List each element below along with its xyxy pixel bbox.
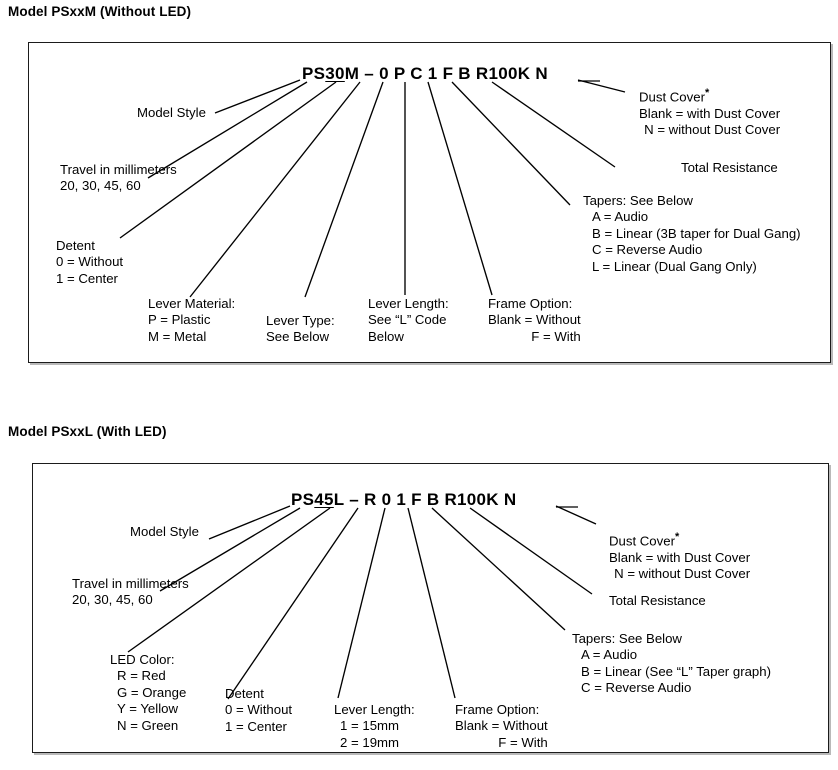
pn1-travel: 30	[325, 64, 345, 83]
callout-detent-2: Detent 0 = Without 1 = Center	[225, 686, 293, 734]
section-title-psxxm: Model PSxxM (Without LED)	[8, 4, 192, 19]
pn2-suffix: L	[333, 490, 345, 509]
pn1-rest: – 0 P C 1 F B R100K N	[359, 64, 548, 83]
pn2-rest: – R 0 1 F B R100K N	[344, 490, 517, 509]
callout-detent-1: Detent 0 = Without 1 = Center	[56, 238, 124, 286]
callout-lever-length-1: Lever Length: See “L” Code Below	[368, 296, 449, 344]
callout-lever-length-2: Lever Length: 1 = 15mm 2 = 19mm	[334, 702, 415, 750]
callout-led-color-2: LED Color: R = Red G = Orange Y = Yellow…	[110, 652, 187, 733]
asterisk-marker-2: *	[674, 531, 680, 543]
callout-frame-option-1: Frame Option: Blank = Without F = With	[488, 296, 581, 344]
callout-frame-option-2: Frame Option: Blank = Without F = With	[455, 702, 548, 750]
part-number-psxxl: PS45L – R 0 1 F B R100K N	[291, 490, 516, 510]
pn2-travel: 45	[314, 490, 334, 509]
callout-travel-2: Travel in millimeters 20, 30, 45, 60	[72, 576, 189, 608]
part-number-psxxm: PS30M – 0 P C 1 F B R100K N	[302, 64, 548, 84]
callout-tapers-2: Tapers: See Below A = Audio B = Linear (…	[572, 631, 771, 696]
callout-model-style-2: Model Style	[130, 524, 199, 539]
callout-lever-type-1: Lever Type: See Below	[266, 313, 335, 345]
pn2-prefix: PS	[291, 490, 315, 509]
section-title-psxxl: Model PSxxL (With LED)	[8, 424, 167, 439]
pn1-suffix: M	[344, 64, 360, 83]
callout-tapers-1: Tapers: See Below A = Audio B = Linear (…	[583, 193, 801, 274]
callout-total-resistance-2: Total Resistance	[609, 593, 706, 608]
callout-dust-cover-1: Dust Cover* Blank = with Dust Cover N = …	[639, 87, 781, 138]
asterisk-marker-1: *	[704, 87, 710, 99]
pn1-prefix: PS	[302, 64, 326, 83]
callout-dust-cover-2: Dust Cover* Blank = with Dust Cover N = …	[609, 531, 751, 582]
callout-travel-1: Travel in millimeters 20, 30, 45, 60	[60, 162, 177, 194]
callout-total-resistance-1: Total Resistance	[681, 160, 778, 175]
callout-lever-material-1: Lever Material: P = Plastic M = Metal	[148, 296, 236, 344]
callout-model-style-1: Model Style	[137, 105, 206, 120]
